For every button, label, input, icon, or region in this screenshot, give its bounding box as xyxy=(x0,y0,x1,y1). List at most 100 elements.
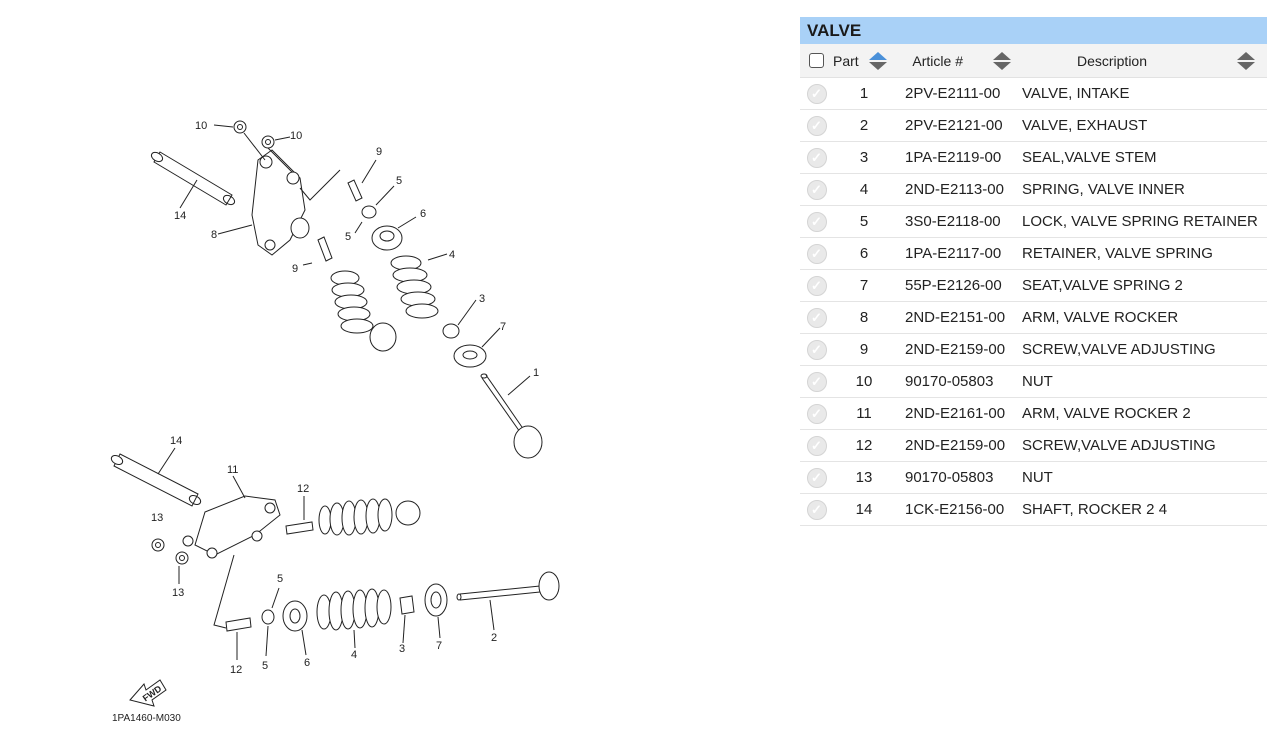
part-description: RETAINER, VALVE SPRING xyxy=(1022,245,1213,262)
part-description: NUT xyxy=(1022,469,1053,486)
table-row[interactable]: ✓ 13 90170-05803 NUT xyxy=(800,462,1267,494)
row-select-cell: ✓ xyxy=(800,307,833,328)
add-to-cart-check-icon[interactable]: ✓ xyxy=(806,307,827,328)
article-number[interactable]: 55P-E2126-00 xyxy=(905,277,1002,294)
callout-13-upper: 13 xyxy=(151,512,163,524)
part-description: SEAL,VALVE STEM xyxy=(1022,149,1157,166)
exploded-view-drawing: 1 2 3 3 4 4 5 5 5 5 6 6 7 7 8 9 9 10 10 … xyxy=(110,120,560,724)
article-number[interactable]: 1PA-E2117-00 xyxy=(905,245,1002,262)
sort-icon[interactable] xyxy=(993,51,1011,70)
spring-seat-upper xyxy=(453,327,501,368)
row-select-cell: ✓ xyxy=(800,499,833,520)
select-all-checkbox[interactable] xyxy=(809,53,824,68)
article-number[interactable]: 2ND-E2159-00 xyxy=(905,341,1006,358)
table-header: Part Article # Description xyxy=(800,44,1267,78)
article-number[interactable]: 2ND-E2113-00 xyxy=(905,181,1004,198)
add-to-cart-check-icon[interactable]: ✓ xyxy=(806,467,827,488)
callout-14-lower: 14 xyxy=(170,435,182,447)
callout-6-lower: 6 xyxy=(304,657,310,669)
add-to-cart-check-icon[interactable]: ✓ xyxy=(806,115,827,136)
article-number[interactable]: 1CK-E2156-00 xyxy=(905,501,1005,518)
callout-4-upper: 4 xyxy=(449,249,455,261)
part-number: 11 xyxy=(856,405,872,422)
part-number: 13 xyxy=(855,469,873,486)
part-number: 8 xyxy=(859,309,869,326)
row-select-cell: ✓ xyxy=(800,403,833,424)
part-description: VALVE, EXHAUST xyxy=(1022,117,1148,134)
valve-lock-upper xyxy=(354,185,395,234)
part-description: VALVE, INTAKE xyxy=(1022,85,1130,102)
add-to-cart-check-icon[interactable]: ✓ xyxy=(806,339,827,360)
table-row[interactable]: ✓ 3 1PA-E2119-00 SEAL,VALVE STEM xyxy=(800,142,1267,174)
part-number: 12 xyxy=(855,437,873,454)
valve-spring-lower-b xyxy=(316,588,392,649)
valve-seal-upper xyxy=(442,299,477,339)
valve-lock-lower xyxy=(261,587,280,657)
exhaust-valve xyxy=(456,571,560,631)
article-number[interactable]: 2PV-E2111-00 xyxy=(905,85,1001,102)
add-to-cart-check-icon[interactable]: ✓ xyxy=(806,211,827,232)
article-number[interactable]: 2ND-E2161-00 xyxy=(905,405,1006,422)
add-to-cart-check-icon[interactable]: ✓ xyxy=(806,275,827,296)
part-description: NUT xyxy=(1022,373,1053,390)
nut-lower xyxy=(151,538,189,584)
valve-spring-upper-b xyxy=(390,253,448,319)
add-to-cart-check-icon[interactable]: ✓ xyxy=(806,147,827,168)
part-number: 10 xyxy=(855,373,873,390)
article-number[interactable]: 2ND-E2159-00 xyxy=(905,437,1006,454)
add-to-cart-check-icon[interactable]: ✓ xyxy=(806,179,827,200)
header-description[interactable]: Description xyxy=(1019,44,1267,77)
add-to-cart-check-icon[interactable]: ✓ xyxy=(806,403,827,424)
article-number[interactable]: 1PA-E2119-00 xyxy=(905,149,1002,166)
row-select-cell: ✓ xyxy=(800,243,833,264)
row-select-cell: ✓ xyxy=(800,435,833,456)
header-part[interactable]: Part xyxy=(833,44,891,77)
article-number[interactable]: 2ND-E2151-00 xyxy=(905,309,1006,326)
article-number[interactable]: 90170-05803 xyxy=(905,469,994,486)
spring-retainer-lower xyxy=(282,600,308,656)
callout-10-left: 10 xyxy=(195,120,207,132)
part-description: SCREW,VALVE ADJUSTING xyxy=(1022,341,1216,358)
drawing-code: 1PA1460-M030 xyxy=(112,713,181,724)
callout-4-lower: 4 xyxy=(351,649,357,661)
adjusting-screw-upper xyxy=(299,159,377,266)
rocker-arm-lower xyxy=(182,475,281,559)
sort-icon[interactable] xyxy=(1237,51,1255,70)
parts-diagram: 1 2 3 3 4 4 5 5 5 5 6 6 7 7 8 9 9 10 10 … xyxy=(110,120,560,724)
row-select-cell: ✓ xyxy=(800,467,833,488)
spring-retainer-upper xyxy=(371,216,417,251)
add-to-cart-check-icon[interactable]: ✓ xyxy=(806,499,827,520)
add-to-cart-check-icon[interactable]: ✓ xyxy=(806,83,827,104)
fwd-arrow-icon xyxy=(129,679,167,707)
callout-6-upper: 6 xyxy=(420,208,426,220)
add-to-cart-check-icon[interactable]: ✓ xyxy=(806,371,827,392)
row-select-cell: ✓ xyxy=(800,275,833,296)
row-select-cell: ✓ xyxy=(800,179,833,200)
callout-7-lower: 7 xyxy=(436,640,442,652)
header-article[interactable]: Article # xyxy=(891,44,1019,77)
article-number[interactable]: 90170-05803 xyxy=(905,373,994,390)
callout-14-upper: 14 xyxy=(174,210,186,222)
add-to-cart-check-icon[interactable]: ✓ xyxy=(806,435,827,456)
part-description: SPRING, VALVE INNER xyxy=(1022,181,1185,198)
valve-spring-lower-a xyxy=(318,498,421,536)
add-to-cart-check-icon[interactable]: ✓ xyxy=(806,243,827,264)
header-part-label: Part xyxy=(833,52,859,69)
part-number: 3 xyxy=(859,149,869,166)
sort-active-icon[interactable] xyxy=(869,51,887,70)
article-number[interactable]: 2PV-E2121-00 xyxy=(905,117,1003,134)
article-number[interactable]: 3S0-E2118-00 xyxy=(905,213,1001,230)
table-row[interactable]: ✓ 10 90170-05803 NUT xyxy=(800,366,1267,398)
